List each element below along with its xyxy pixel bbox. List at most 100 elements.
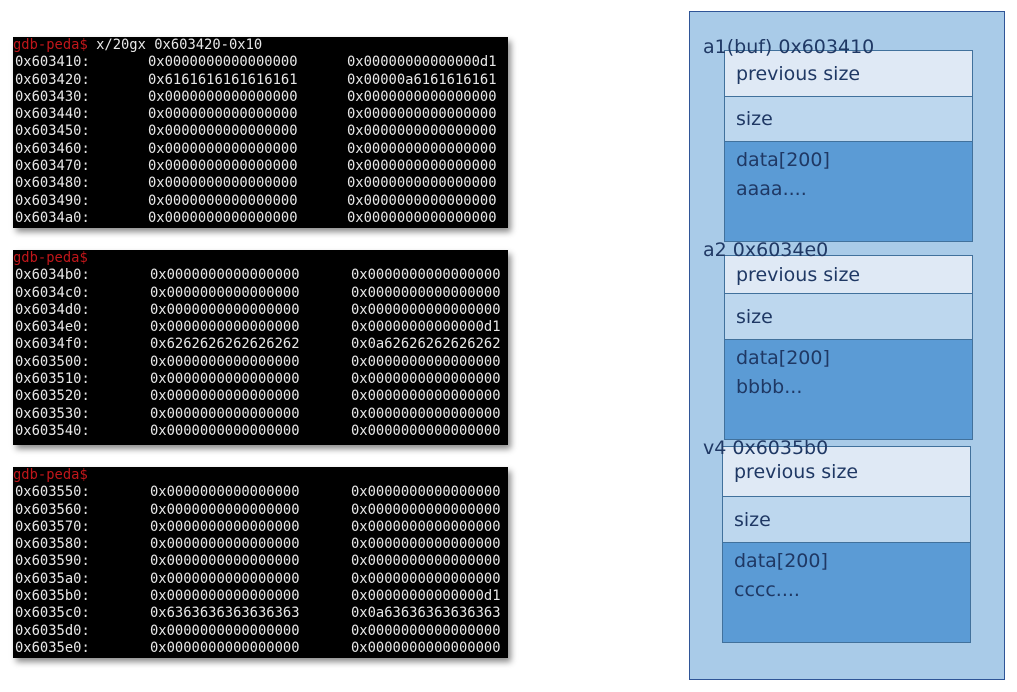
qword-2: 0x0000000000000000	[351, 284, 501, 301]
address: 0x6035c0:	[15, 605, 90, 622]
qword-2: 0x0000000000000000	[351, 570, 501, 587]
prompt: gdb-peda$	[13, 37, 88, 53]
qword-2: 0x0000000000000000	[351, 267, 501, 284]
memory-row: 0x6034b0: 0x0000000000000000 0x00000000000…	[13, 267, 508, 284]
qword-1: 0x0000000000000000	[150, 405, 300, 422]
qword-2: 0x0000000000000000	[347, 158, 497, 175]
address: 0x6035e0:	[15, 639, 90, 656]
address: 0x6035a0:	[15, 570, 90, 587]
memory-row: 0x6035a0: 0x0000000000000000 0x00000000000…	[13, 571, 508, 588]
address: 0x603490:	[15, 192, 90, 209]
qword-1: 0x0000000000000000	[150, 622, 300, 639]
size-field: size	[725, 97, 972, 142]
address: 0x603530:	[15, 405, 90, 422]
qword-1: 0x0000000000000000	[150, 501, 300, 518]
address: 0x6034e0:	[15, 319, 90, 336]
qword-2: 0x0000000000000000	[351, 518, 501, 535]
qword-1: 0x0000000000000000	[148, 123, 298, 140]
qword-1: 0x0000000000000000	[150, 267, 300, 284]
qword-2: 0x00000a6161616161	[347, 71, 497, 88]
chunk-label: a1(buf) 0x603410	[703, 36, 875, 58]
qword-2: 0x0000000000000000	[351, 422, 501, 439]
address: 0x6034b0:	[15, 267, 90, 284]
address: 0x603420:	[15, 71, 90, 88]
address: 0x603450:	[15, 123, 90, 140]
prev-size-field: previous size	[725, 256, 972, 294]
qword-1: 0x0000000000000000	[150, 388, 300, 405]
data-label: data[200]	[736, 149, 830, 171]
qword-1: 0x0000000000000000	[148, 192, 298, 209]
qword-1: 0x6262626262626262	[150, 336, 300, 353]
address: 0x603520:	[15, 388, 90, 405]
qword-2: 0x0000000000000000	[351, 553, 501, 570]
qword-2: 0x0000000000000000	[351, 536, 501, 553]
prev-size-field: previous size	[723, 447, 970, 497]
address: 0x603470:	[15, 158, 90, 175]
address: 0x6034c0:	[15, 284, 90, 301]
size-field: size	[725, 294, 972, 340]
qword-2: 0x0a62626262626262	[351, 336, 501, 353]
qword-1: 0x0000000000000000	[150, 570, 300, 587]
prompt-line: gdb-peda$	[13, 250, 508, 267]
prompt-line: gdb-peda$	[13, 467, 508, 484]
size-field: size	[723, 497, 970, 543]
qword-1: 0x0000000000000000	[148, 54, 298, 71]
qword-1: 0x0000000000000000	[148, 140, 298, 157]
address: 0x603560:	[15, 501, 90, 518]
address: 0x603430:	[15, 88, 90, 105]
qword-1: 0x0000000000000000	[150, 353, 300, 370]
address: 0x6034a0:	[15, 209, 90, 226]
qword-1: 0x0000000000000000	[150, 301, 300, 318]
qword-2: 0x0000000000000000	[351, 405, 501, 422]
qword-2: 0x00000000000000d1	[351, 588, 501, 605]
qword-1: 0x6161616161616161	[148, 71, 298, 88]
data-content: aaaa....	[736, 178, 807, 200]
qword-2: 0x0000000000000000	[347, 175, 497, 192]
address: 0x603510:	[15, 371, 90, 388]
qword-2: 0x0000000000000000	[351, 639, 501, 656]
memory-row: 0x603530: 0x0000000000000000 0x00000000000…	[13, 406, 508, 423]
qword-2: 0x0000000000000000	[347, 209, 497, 226]
qword-1: 0x0000000000000000	[148, 175, 298, 192]
qword-1: 0x0000000000000000	[150, 484, 300, 501]
address: 0x6034d0:	[15, 301, 90, 318]
data-label: data[200]	[736, 347, 830, 369]
memory-row: 0x603520: 0x0000000000000000 0x00000000000…	[13, 388, 508, 405]
prev-size-field: previous size	[725, 51, 972, 97]
chunk-label: a2 0x6034e0	[703, 239, 829, 261]
qword-1: 0x0000000000000000	[150, 518, 300, 535]
qword-2: 0x0a63636363636363	[351, 605, 501, 622]
address: 0x603480:	[15, 175, 90, 192]
address: 0x603550:	[15, 484, 90, 501]
address: 0x6034f0:	[15, 336, 90, 353]
qword-2: 0x0000000000000000	[347, 140, 497, 157]
qword-2: 0x0000000000000000	[351, 388, 501, 405]
qword-1: 0x0000000000000000	[150, 639, 300, 656]
qword-1: 0x0000000000000000	[150, 588, 300, 605]
address: 0x603580:	[15, 536, 90, 553]
qword-2: 0x0000000000000000	[351, 501, 501, 518]
memory-row: 0x6034f0: 0x6262626262626262 0x0a626262626…	[13, 336, 508, 353]
qword-2: 0x00000000000000d1	[351, 319, 501, 336]
qword-1: 0x0000000000000000	[150, 371, 300, 388]
